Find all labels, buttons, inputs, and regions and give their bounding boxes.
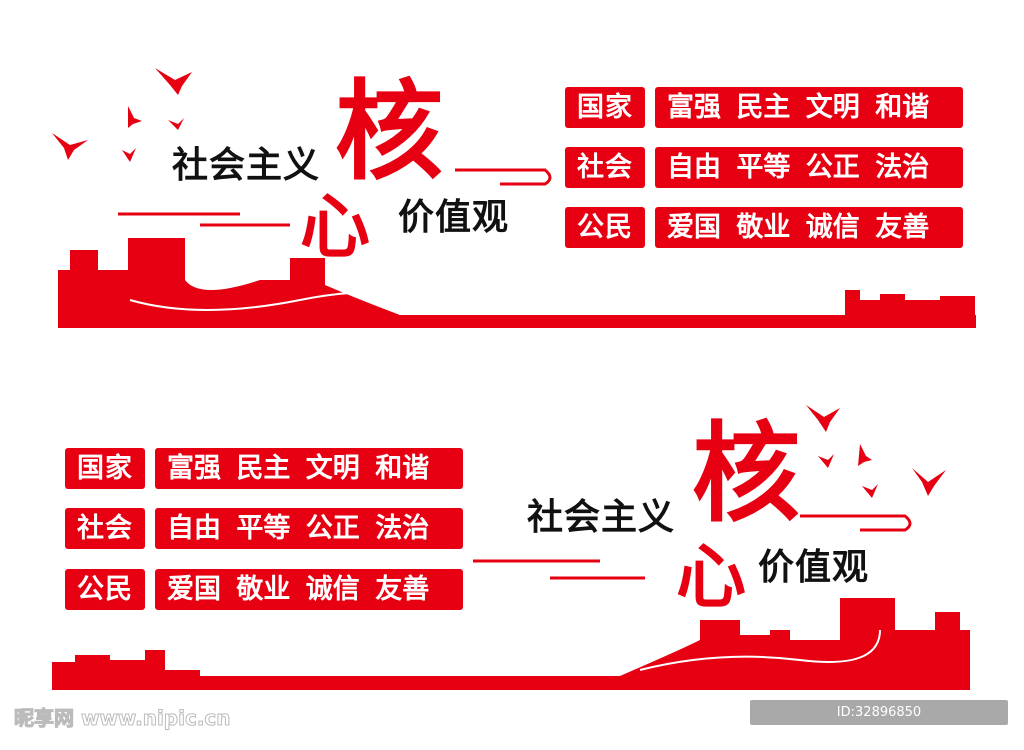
row-values-country-2: 富强 民主 文明 和谐 [155, 448, 463, 489]
bird-icons-bottom [806, 405, 946, 498]
heading-suffix: 价值观 [398, 197, 510, 238]
row-values-society: 自由 平等 公正 法治 [655, 147, 963, 188]
heading-suffix-2: 价值观 [758, 547, 870, 588]
great-wall-bottom [52, 598, 970, 690]
bird-icons-top [52, 68, 192, 162]
row-label-country-2: 国家 [65, 448, 145, 489]
row-label-citizen: 公民 [565, 207, 645, 248]
heading-core-2-2: 心 [676, 535, 746, 618]
row-label-citizen-2: 公民 [65, 569, 145, 610]
heading-core-1-2: 核 [692, 411, 801, 537]
row-label-society-2: 社会 [65, 508, 145, 549]
row-label-society: 社会 [565, 147, 645, 188]
watermark-id: ID:32896850 NO:20250827164731733105 [750, 700, 1008, 745]
row-values-citizen: 爱国 敬业 诚信 友善 [655, 207, 963, 248]
heading-core-1: 核 [335, 69, 444, 195]
heading-core-2: 心 [300, 185, 370, 268]
row-values-society-2: 自由 平等 公正 法治 [155, 508, 463, 549]
great-wall-top [58, 238, 976, 330]
cloud-lines [118, 168, 912, 580]
row-values-country: 富强 民主 文明 和谐 [655, 87, 963, 128]
heading-prefix: 社会主义 [172, 145, 321, 186]
watermark-site: 昵享网 www.nipic.cn [14, 706, 232, 731]
row-label-country: 国家 [565, 87, 645, 128]
heading-prefix-2: 社会主义 [527, 497, 676, 538]
row-values-citizen-2: 爱国 敬业 诚信 友善 [155, 569, 463, 610]
